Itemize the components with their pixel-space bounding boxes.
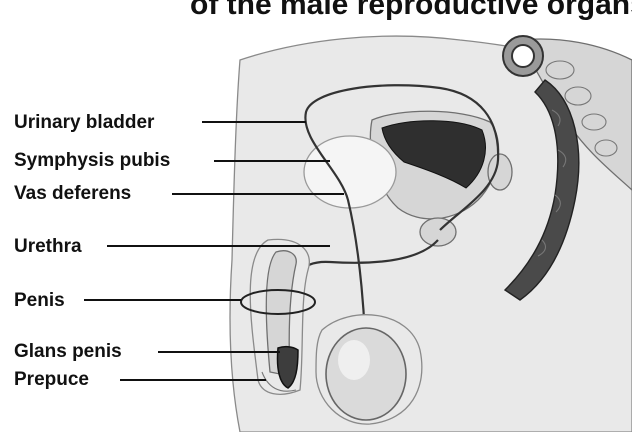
sagittal-section-illustration (230, 36, 632, 432)
label-symphysis-pubis-text: Symphysis pubis (14, 150, 170, 171)
label-penis: Penis (14, 290, 241, 311)
label-urinary-bladder-text: Urinary bladder (14, 112, 155, 133)
label-prepuce: Prepuce (14, 369, 266, 390)
label-urethra-text: Urethra (14, 236, 82, 257)
label-penis-text: Penis (14, 290, 65, 311)
label-prepuce-text: Prepuce (14, 369, 89, 390)
symphysis-pubis-shape (304, 136, 396, 208)
label-vas-deferens-text: Vas deferens (14, 183, 131, 204)
colon-loop (503, 36, 543, 76)
seminal-vesicle (488, 154, 512, 190)
testis-highlight (338, 340, 370, 380)
prostate-gland (420, 218, 456, 246)
figure-title-fragment: of the male reproductive organs (a) (190, 0, 632, 21)
testis (326, 328, 406, 420)
label-glans-penis-text: Glans penis (14, 341, 122, 362)
